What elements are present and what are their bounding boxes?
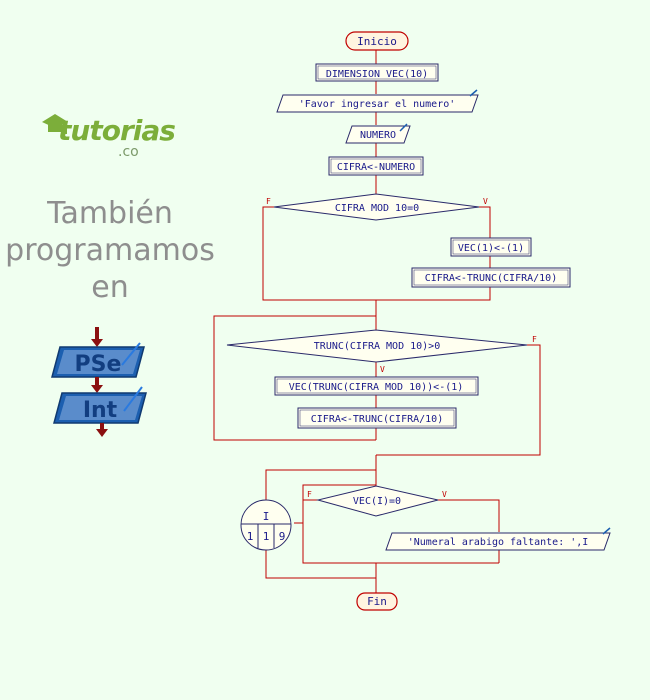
decision-while[interactable]: TRUNC(CIFRA MOD 10)>0 V F	[226, 329, 537, 374]
loop-start: 1	[247, 530, 254, 543]
decision-1-true-label: V	[483, 197, 488, 206]
tutorias-logo[interactable]: tutorias .co	[40, 110, 176, 170]
pseint-logo[interactable]: PSe Int	[40, 325, 160, 440]
for-loop-node[interactable]: I 1 1 9	[240, 499, 292, 551]
tagline-line-3: en	[91, 270, 129, 305]
assign-trunc-1-label: CIFRA<-TRUNC(CIFRA/10)	[425, 273, 557, 284]
decision-vec-zero-label: VEC(I)=0	[353, 496, 401, 507]
logo-domain: .co	[118, 144, 139, 160]
int-badge-shape	[53, 392, 147, 424]
logo-wordmark: tutorias	[58, 114, 176, 147]
assign-cifra-process[interactable]: CIFRA<-NUMERO	[328, 156, 424, 176]
flow-lines	[213, 50, 541, 593]
start-label: Inicio	[357, 35, 397, 48]
badge-bottom-label: Int	[83, 398, 118, 423]
dimension-process[interactable]: DIMENSION VEC(10)	[315, 63, 439, 82]
dimension-label: DIMENSION VEC(10)	[326, 69, 428, 80]
decision-while-label: TRUNC(CIFRA MOD 10)>0	[314, 341, 440, 352]
start-terminal[interactable]: Inicio	[345, 31, 409, 51]
missing-numeral-output[interactable]: 'Numeral arabigo faltante: ',I	[385, 527, 611, 551]
tagline-line-1: También	[47, 196, 173, 231]
loop-end: 9	[279, 530, 286, 543]
prompt-output[interactable]: 'Favor ingresar el numero'	[276, 89, 479, 113]
assign-vec-trunc-label: VEC(TRUNC(CIFRA MOD 10))<-(1)	[289, 382, 464, 393]
loop-variable: I	[263, 510, 270, 523]
end-label: Fin	[367, 595, 387, 608]
decision-cifra-mod[interactable]: CIFRA MOD 10=0 F V	[266, 193, 488, 221]
assign-trunc-1-process[interactable]: CIFRA<-TRUNC(CIFRA/10)	[411, 267, 571, 288]
assign-trunc-2-label: CIFRA<-TRUNC(CIFRA/10)	[311, 414, 443, 425]
decision-1-false-label: F	[266, 197, 271, 206]
pse-badge-shape	[51, 346, 145, 378]
output-arrow-icon	[469, 89, 478, 97]
output-arrow-icon	[602, 527, 611, 535]
input-arrow-icon	[399, 123, 408, 132]
assign-cifra-label: CIFRA<-NUMERO	[337, 162, 415, 173]
numero-input-label: NUMERO	[360, 130, 396, 141]
decision-2-true-label: V	[380, 365, 385, 374]
graduation-cap-icon	[42, 114, 68, 134]
assign-vec-trunc-process[interactable]: VEC(TRUNC(CIFRA MOD 10))<-(1)	[274, 376, 479, 396]
decision-3-false-label: F	[307, 490, 312, 499]
missing-numeral-label: 'Numeral arabigo faltante: ',I	[408, 537, 589, 548]
loop-step: 1	[263, 530, 270, 543]
badge-top-label: PSe	[75, 352, 122, 377]
tagline-line-2: programamos	[5, 233, 215, 268]
end-terminal[interactable]: Fin	[356, 592, 398, 611]
assign-trunc-2-process[interactable]: CIFRA<-TRUNC(CIFRA/10)	[297, 407, 457, 429]
decision-2-false-label: F	[532, 335, 537, 344]
assign-vec1-process[interactable]: VEC(1)<-(1)	[450, 237, 532, 257]
pencil-icon	[121, 342, 141, 366]
decision-3-true-label: V	[442, 490, 447, 499]
decision-cifra-mod-label: CIFRA MOD 10=0	[335, 203, 419, 214]
numero-input[interactable]: NUMERO	[345, 123, 411, 144]
decision-vec-zero[interactable]: VEC(I)=0 F V	[307, 485, 447, 517]
promo-sidebar: tutorias .co También programamos en PSe …	[0, 0, 230, 700]
assign-vec1-label: VEC(1)<-(1)	[458, 243, 524, 254]
tagline: También programamos en	[0, 195, 220, 306]
prompt-output-label: 'Favor ingresar el numero'	[299, 99, 456, 110]
